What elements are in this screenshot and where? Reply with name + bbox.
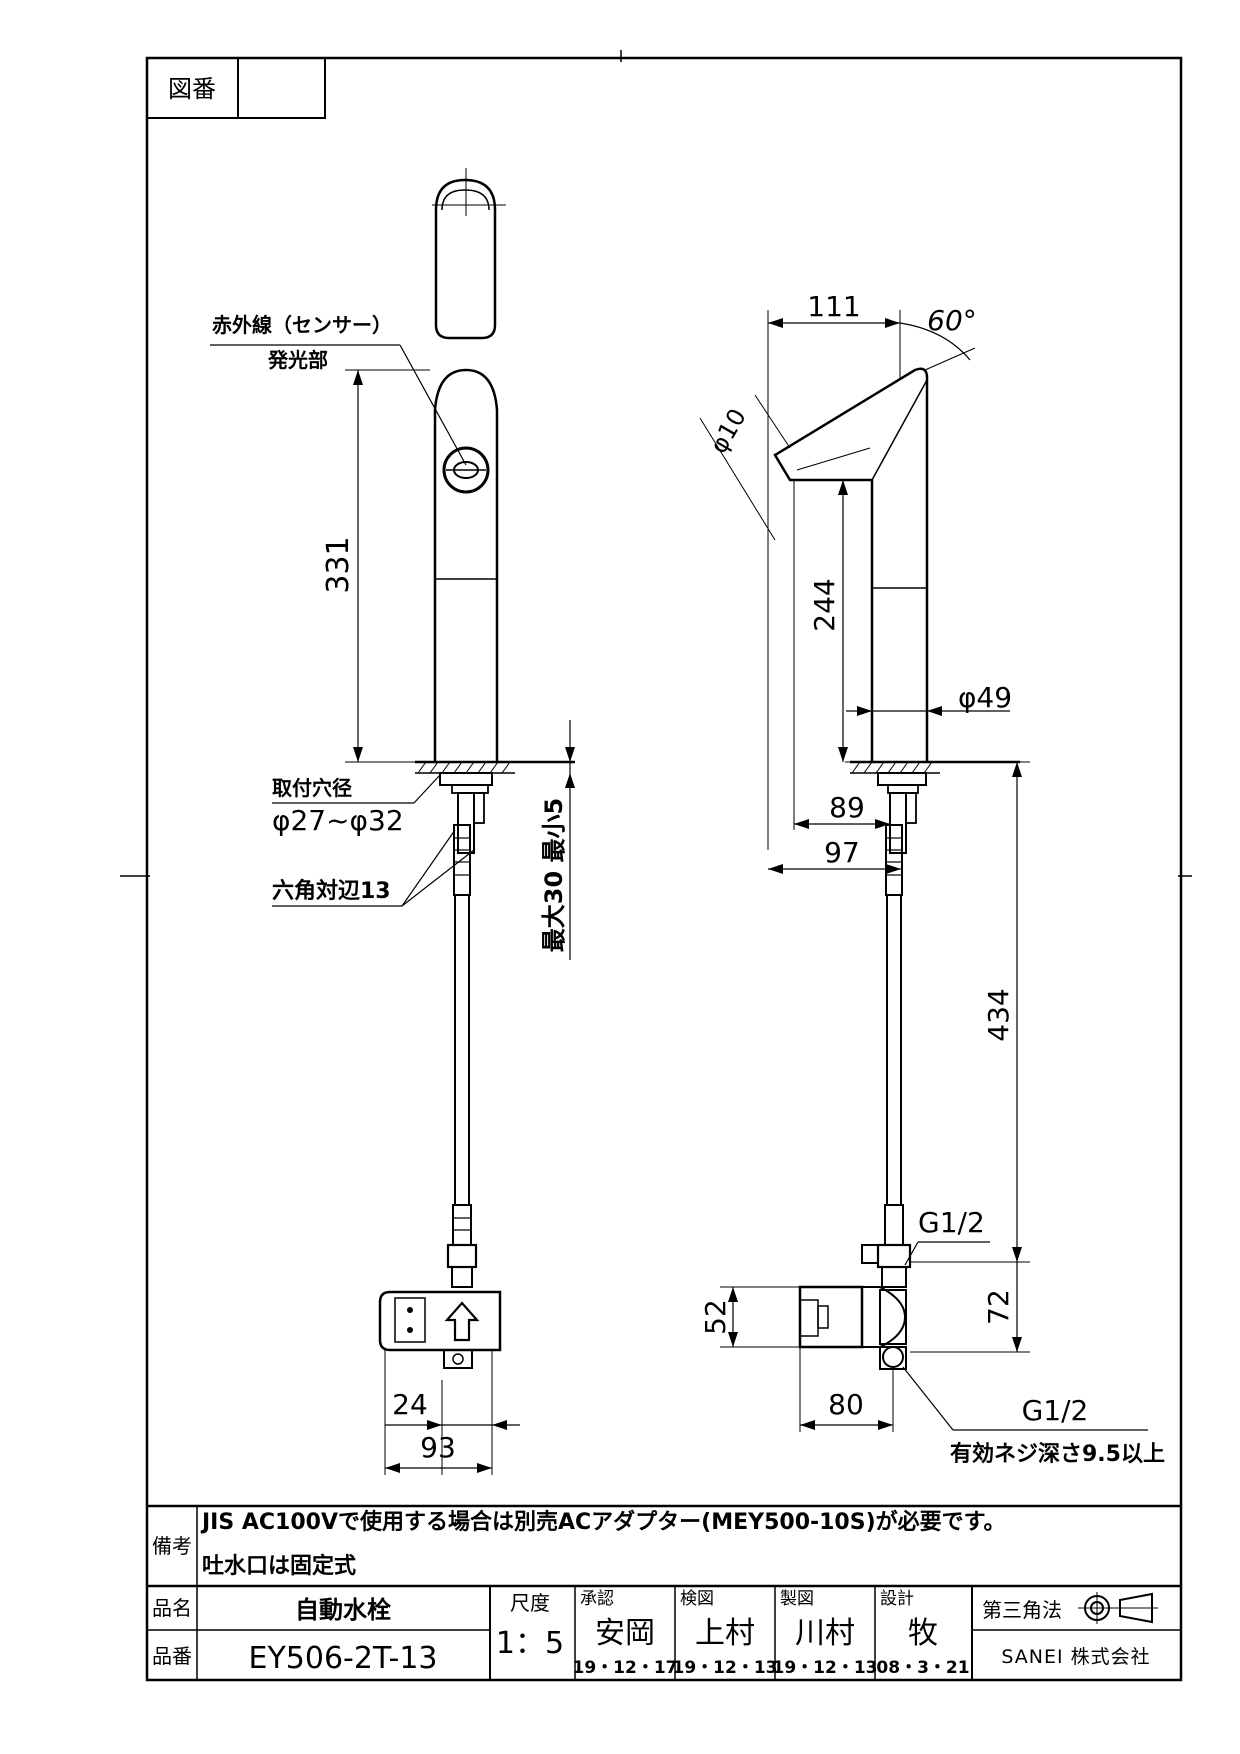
check-name: 上村 (695, 1616, 755, 1651)
side-view: 111 60° φ10 244 φ49 89 97 (699, 290, 1165, 1467)
drawing-number-label: 図番 (168, 75, 216, 103)
dim-phi10: φ10 (704, 404, 751, 458)
dim-52: 52 (699, 1299, 732, 1335)
dim-80: 80 (828, 1388, 864, 1421)
product-number-label: 品番 (152, 1644, 192, 1668)
emitter-label: 発光部 (267, 348, 328, 372)
approve-label: 承認 (580, 1589, 614, 1609)
outer-frame (145, 56, 1183, 1682)
dim-434: 434 (982, 988, 1015, 1041)
product-number-value: EY506-2T-13 (248, 1641, 437, 1676)
approve-name: 安岡 (595, 1616, 655, 1651)
product-name-label: 品名 (152, 1596, 192, 1620)
effective-thread-label: 有効ネジ深さ9.5以上 (950, 1441, 1165, 1467)
draw-name: 川村 (795, 1616, 855, 1651)
dim-phi49: φ49 (958, 681, 1012, 714)
design-name: 牧 (908, 1616, 938, 1651)
draw-label: 製図 (780, 1589, 814, 1609)
notes-line-1: JIS AC100Vで使用する場合は別売ACアダプター(MEY500-10S)が… (200, 1509, 1005, 1535)
notes-line-2: 吐水口は固定式 (202, 1553, 356, 1579)
thread-g12-bottom: G1/2 (1022, 1394, 1089, 1427)
design-date: 08・3・21 (876, 1658, 969, 1678)
faucet-body-side (773, 367, 929, 762)
company-name: SANEI 株式会社 (1001, 1646, 1150, 1668)
check-date: 19・12・13 (673, 1658, 778, 1678)
title-block: 品名 自動水栓 品番 EY506-2T-13 尺度 1：5 承認 安岡 19・1… (147, 1586, 1181, 1680)
dim-24: 24 (392, 1388, 428, 1421)
check-label: 検図 (680, 1589, 714, 1609)
front-view: 赤外線（センサー） 発光部 (210, 168, 575, 1475)
third-angle-projection-icon (1078, 1592, 1158, 1624)
dim-97: 97 (824, 836, 860, 869)
projection-label: 第三角法 (982, 1598, 1062, 1622)
scale-label: 尺度 (510, 1591, 550, 1615)
dim-331: 331 (321, 536, 356, 593)
design-label: 設計 (880, 1589, 914, 1609)
supply-hose-side (861, 824, 912, 1288)
control-box-side (798, 1285, 907, 1370)
dim-89: 89 (829, 791, 865, 824)
dim-111: 111 (807, 290, 860, 323)
hex-label: 六角対辺13 (272, 878, 391, 904)
notes-block: 備考 JIS AC100Vで使用する場合は別売ACアダプター(MEY500-10… (147, 1504, 1181, 1588)
faucet-body-front (433, 368, 499, 762)
supply-hose-front (446, 824, 478, 1288)
mount-hole-title: 取付穴径 (272, 776, 352, 800)
dim-72: 72 (982, 1289, 1015, 1325)
sensor-label: 赤外線（センサー） (212, 313, 392, 337)
spout-top-view (432, 168, 506, 340)
thickness-label: 最大30 最小5 (540, 798, 568, 952)
control-box-front (378, 1290, 502, 1369)
mount-hole-value: φ27~φ32 (272, 804, 404, 837)
thread-g12-top: G1/2 (918, 1206, 985, 1239)
scale-value: 1：5 (496, 1626, 564, 1661)
notes-label: 備考 (152, 1534, 192, 1558)
dim-244: 244 (808, 578, 841, 631)
dim-60deg: 60° (927, 304, 977, 337)
drawing-number-box: 図番 (146, 57, 326, 119)
product-name-value: 自動水栓 (295, 1596, 391, 1624)
draw-date: 19・12・13 (773, 1658, 878, 1678)
dim-93: 93 (420, 1431, 456, 1464)
approve-date: 19・12・17 (573, 1658, 678, 1678)
